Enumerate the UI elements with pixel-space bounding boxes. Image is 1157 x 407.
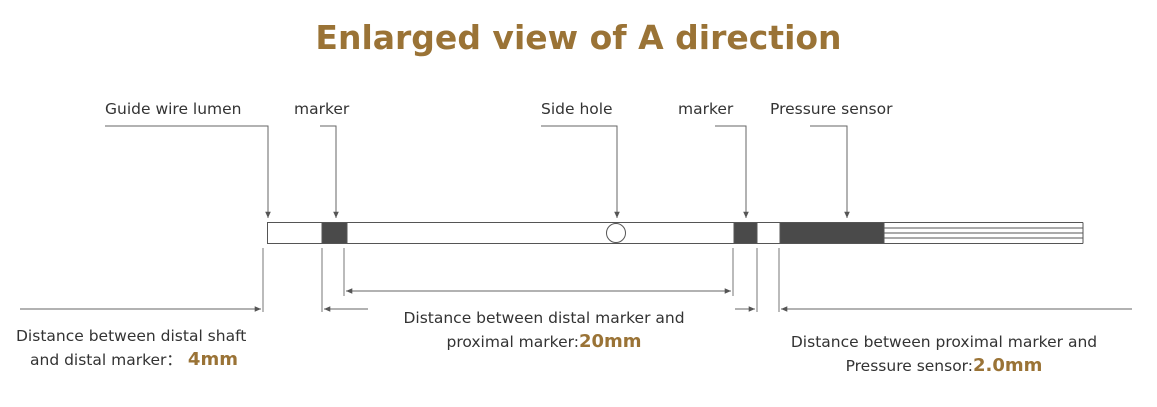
proximal-marker-leader: [715, 125, 749, 218]
pressure-sensor-leader: [810, 125, 850, 218]
sensor-distance-value: 2.0mm: [973, 355, 1043, 376]
middle-caption-line1: Distance between distal marker and: [403, 309, 685, 327]
distal-distance-value: 4mm: [187, 349, 238, 370]
distal-caption-line2: and distal marker：: [30, 351, 182, 369]
distal-distance-caption: Distance between distal shaft and distal…: [16, 324, 246, 372]
guide-wire-lumen-label: Guide wire lumen: [105, 100, 242, 118]
distal-caption-line1: Distance between distal shaft: [16, 327, 247, 345]
distal-marker-leader: [320, 125, 339, 218]
side-hole: [606, 223, 626, 243]
proximal-caption-line1: Distance between proximal marker and: [790, 333, 1098, 351]
sensor-distance-caption: Distance between proximal marker and Pre…: [748, 330, 1140, 378]
proximal-marker-label: marker: [678, 100, 734, 118]
diagram-title: Enlarged view of A direction: [315, 18, 842, 57]
pressure-sensor-band: [779, 222, 885, 244]
marker-distance-value: 20mm: [578, 331, 642, 352]
proximal-caption-line2: Pressure sensor:: [845, 357, 974, 375]
guide-wire-lumen-leader: [105, 125, 271, 218]
side-hole-label: Side hole: [541, 100, 613, 118]
distal-marker-band: [321, 222, 348, 244]
pressure-sensor-label: Pressure sensor: [770, 100, 893, 118]
marker-distance-caption: Distance between distal marker and proxi…: [368, 306, 720, 354]
middle-caption-line2: proximal marker:: [446, 333, 579, 351]
distal-marker-label: marker: [294, 100, 350, 118]
proximal-shaft-wires: [884, 222, 1084, 244]
proximal-marker-band: [733, 222, 758, 244]
side-hole-leader: [541, 125, 620, 218]
